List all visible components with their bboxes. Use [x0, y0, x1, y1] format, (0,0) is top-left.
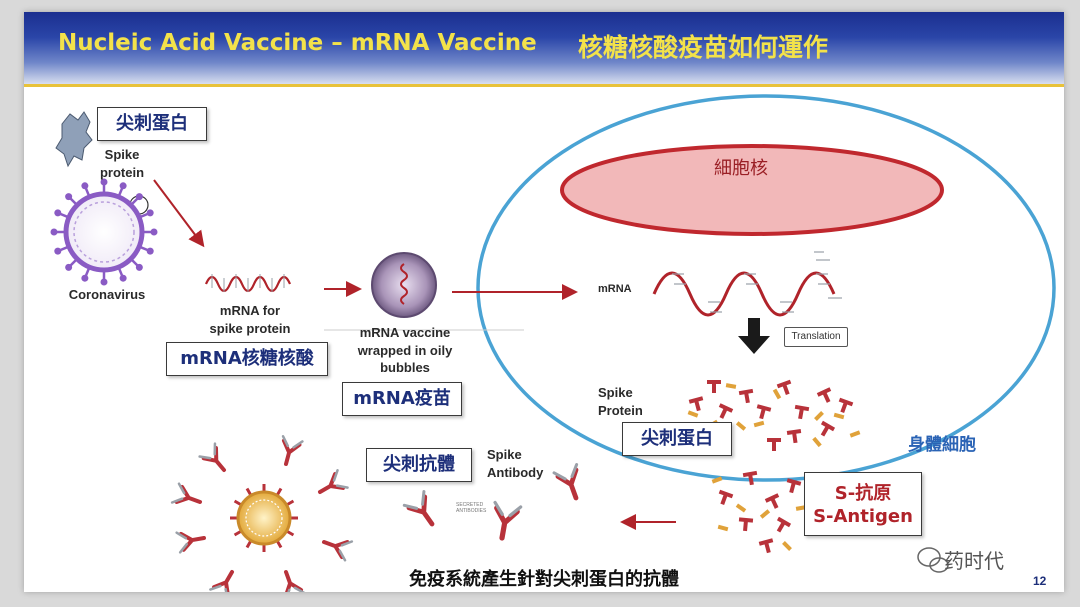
spike-antibody-box: 尖刺抗體	[366, 448, 472, 482]
lipid-bubble-icon	[371, 252, 437, 318]
s-antigen-line1: S-抗原	[834, 483, 892, 504]
translation-label: Translation	[784, 327, 848, 347]
nucleus-label: 細胞核	[714, 158, 768, 179]
mrna-vaccine-box: mRNA疫苗	[342, 382, 462, 416]
nucleus-shape	[560, 144, 944, 236]
spike-protein-box: 尖刺蛋白	[97, 107, 207, 141]
mrna-for-spike-label: mRNA for spike protein	[200, 302, 300, 337]
spike-protein-cell-line2: Protein	[598, 402, 643, 418]
body-cell-label: 身體細胞	[908, 435, 976, 455]
coronavirus-icon	[50, 178, 158, 286]
caption: 免疫系統產生針對尖刺蛋白的抗體	[409, 569, 679, 590]
slide: Nucleic Acid Vaccine – mRNA Vaccine 核糖核酸…	[24, 12, 1064, 592]
s-antigen-box: S-抗原 S-Antigen	[804, 472, 922, 536]
s-antigen-line2: S-Antigen	[813, 506, 913, 528]
coronavirus-label: Coronavirus	[68, 287, 146, 302]
spike-antibody-line1: Spike	[487, 447, 522, 462]
secreted-line1: SECRETED	[456, 502, 484, 508]
page-number: 12	[1033, 574, 1047, 588]
watermark: 药时代	[944, 549, 1004, 573]
body-cell-outline	[476, 94, 1056, 482]
title-english: Nucleic Acid Vaccine – mRNA Vaccine	[58, 30, 537, 56]
mrna-vaccine-label: mRNA vaccine wrapped in oily bubbles	[346, 324, 464, 377]
mrna-vaccine-line1: mRNA vaccine	[359, 325, 451, 340]
spike-protein-cell-label: Spike Protein	[598, 384, 643, 419]
translation-arrow-icon	[738, 318, 770, 354]
spike-antibody-line2: Antibody	[487, 464, 544, 480]
wechat-icon	[917, 547, 949, 573]
spike-protein-label-line2: protein	[99, 164, 145, 180]
cell-mrna-strand-icon	[652, 271, 836, 317]
mrna-for-line1: mRNA for	[219, 303, 281, 318]
title-underline	[24, 84, 1064, 87]
mrna-cell-label: mRNA	[598, 283, 632, 295]
mrna-for-line2: spike protein	[209, 320, 291, 336]
neutralized-virus-icon	[170, 434, 354, 592]
spike-protein-label: Spike protein	[94, 146, 150, 181]
arrow-virus-to-mrna	[153, 179, 205, 248]
mrna-nucleic-acid-box: mRNA核糖核酸	[166, 342, 328, 376]
secreted-line2: ANTIBODIES	[456, 508, 487, 514]
spike-antibody-label: Spike Antibody	[487, 446, 543, 481]
spike-protein-cell-box: 尖刺蛋白	[622, 422, 732, 456]
title-bar: Nucleic Acid Vaccine – mRNA Vaccine 核糖核酸…	[24, 12, 1064, 84]
diagram-art	[50, 94, 1056, 592]
spike-protein-cluster	[687, 379, 861, 451]
spike-protein-label-line1: Spike	[104, 147, 140, 162]
title-chinese: 核糖核酸疫苗如何運作	[578, 33, 829, 62]
s-antigen-cluster	[711, 470, 807, 555]
spike-protein-molecule-icon	[55, 111, 93, 168]
mrna-vaccine-line2: wrapped in oily	[357, 342, 453, 358]
secreted-antibodies-label: SECRETED ANTIBODIES	[456, 502, 486, 514]
cell-mrna-bases	[672, 251, 842, 313]
spike-protein-cell-line1: Spike	[598, 385, 633, 400]
mrna-vaccine-line3: bubbles	[380, 360, 430, 376]
